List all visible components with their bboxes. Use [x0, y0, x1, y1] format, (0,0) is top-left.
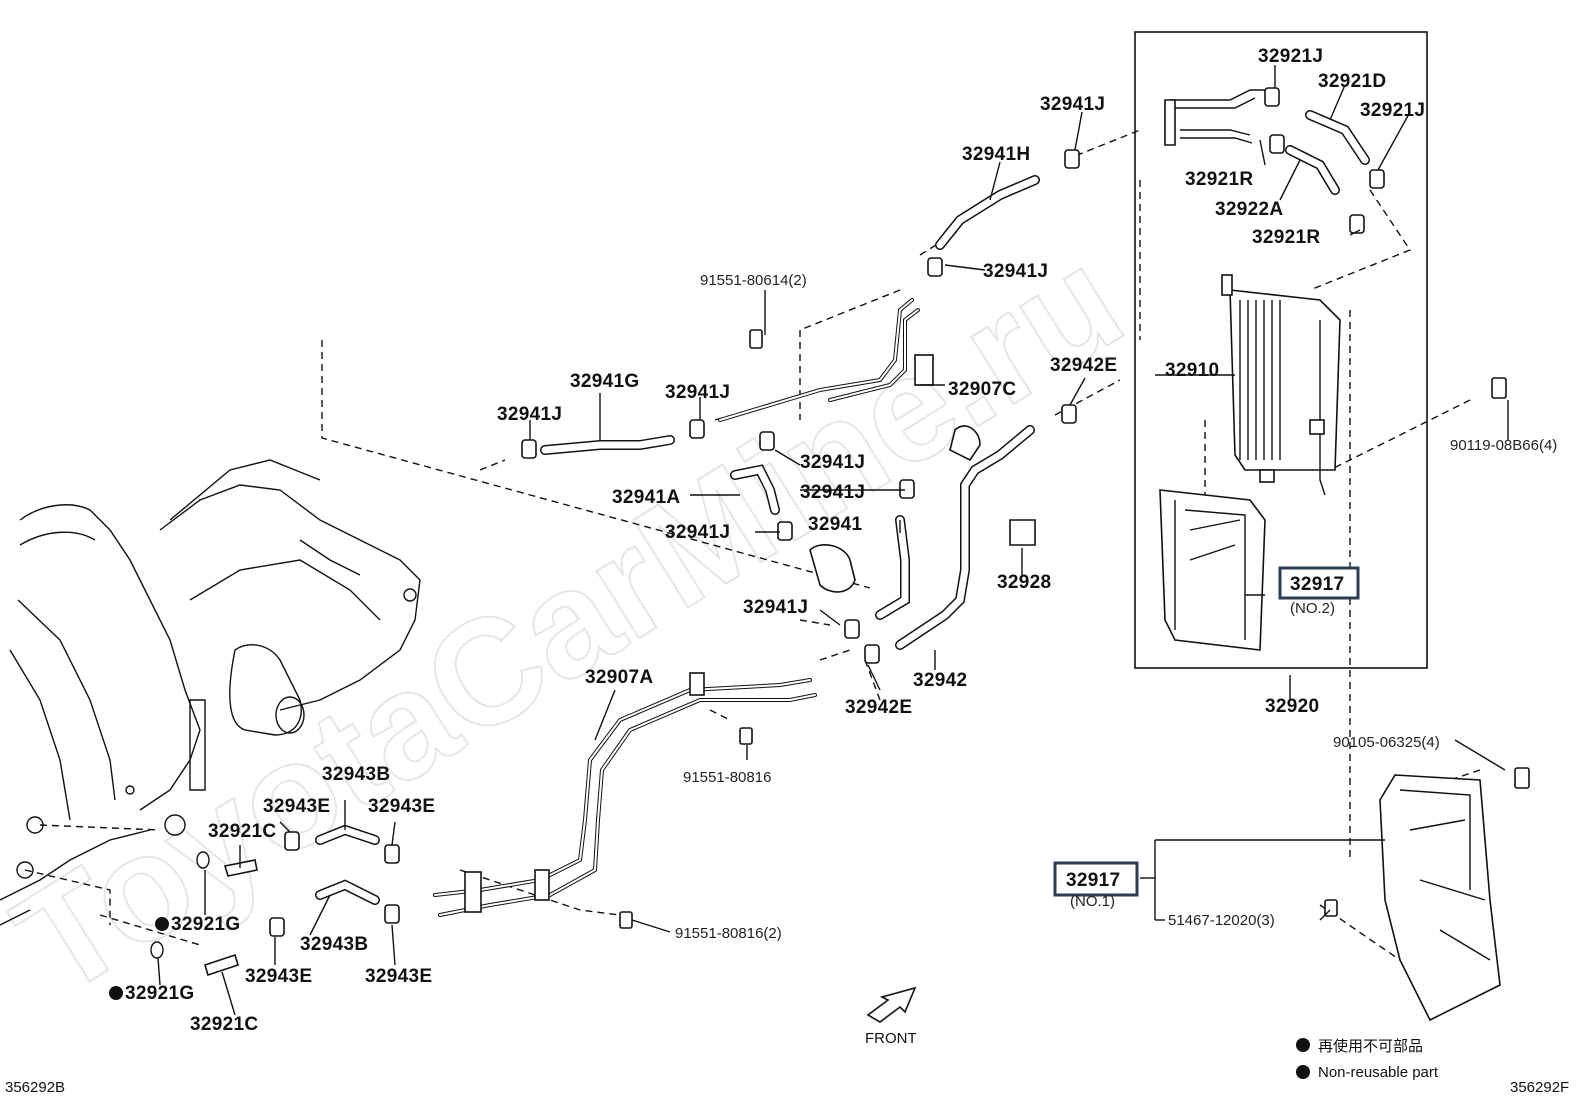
label-91551-80816: 91551-80816 [683, 769, 771, 786]
cooler-pipes-lower [433, 672, 817, 929]
label-32941j-5: 32941J [800, 452, 865, 473]
footer-code-right: 356292F [1510, 1079, 1569, 1096]
label-32943e-a: 32943E [263, 796, 330, 817]
label-32907a: 32907A [585, 667, 653, 688]
label-32917-no1-sub: (NO.1) [1070, 893, 1115, 910]
label-32920: 32920 [1265, 696, 1319, 717]
label-91551-80614: 91551-80614(2) [700, 272, 807, 289]
label-32921d: 32921D [1318, 71, 1386, 92]
legend-dot-jp [1296, 1038, 1310, 1052]
cooler-pipes-middle [521, 149, 1080, 664]
label-32943e-b: 32943E [368, 796, 435, 817]
label-32917-no2: 32917 [1290, 574, 1344, 595]
label-32917-no1-box [1053, 861, 1139, 897]
label-32907c: 32907C [948, 379, 1016, 400]
label-32922a: 32922A [1215, 199, 1283, 220]
cooler-hoses [1164, 87, 1385, 234]
label-90105-06325: 90105-06325(4) [1333, 734, 1440, 751]
label-32941j-8: 32941J [743, 597, 808, 618]
legend: 再使用不可部品 Non-reusable part [1296, 1038, 1439, 1081]
label-32941j-7: 32941J [665, 522, 730, 543]
label-32941: 32941 [808, 514, 862, 535]
label-32921r-a: 32921R [1185, 169, 1253, 190]
label-32941j-3: 32941J [665, 382, 730, 403]
label-32921j-a: 32921J [1258, 46, 1323, 67]
non-reusable-dot-b [109, 986, 123, 1000]
label-32942e-top: 32942E [1050, 355, 1117, 376]
label-32921g-a: 32921G [171, 914, 240, 935]
label-51467-12020: 51467-12020(3) [1168, 912, 1275, 929]
transmission-outline [0, 459, 421, 926]
label-32941j-top: 32941J [1040, 94, 1105, 115]
legend-jp: 再使用不可部品 [1318, 1038, 1423, 1055]
label-32941h: 32941H [962, 144, 1030, 165]
label-32941j-6: 32941J [800, 482, 865, 503]
non-reusable-dot-a [155, 917, 169, 931]
label-32928: 32928 [997, 572, 1051, 593]
legend-en: Non-reusable part [1318, 1064, 1439, 1081]
label-32943b-bot: 32943B [300, 934, 368, 955]
label-32941j-4: 32941J [497, 404, 562, 425]
label-32942: 32942 [913, 670, 967, 691]
label-32943e-d: 32943E [365, 966, 432, 987]
label-32917-no2-sub: (NO.2) [1290, 600, 1335, 617]
label-32943e-c: 32943E [245, 966, 312, 987]
label-32921r-b: 32921R [1252, 227, 1320, 248]
label-32921c-bot: 32921C [190, 1014, 258, 1035]
cooler-assembly-box [1134, 31, 1428, 669]
label-32942e-bot: 32942E [845, 697, 912, 718]
label-32921g-b: 32921G [125, 983, 194, 1004]
label-32917-no2-box [1278, 566, 1360, 600]
label-32921c-top: 32921C [208, 821, 276, 842]
watermark: ToyotaCarMine.ru [0, 215, 1149, 1027]
label-90119-08b66: 90119-08B66(4) [1450, 437, 1557, 454]
label-32910: 32910 [1165, 360, 1219, 381]
label-32921j-b: 32921J [1360, 100, 1425, 121]
bolts [1324, 377, 1530, 917]
label-32941j-2: 32941J [983, 261, 1048, 282]
part-labels: 32921J 32921D 32921J 32921R 32922A 32921… [109, 46, 1557, 1035]
label-32941a: 32941A [612, 487, 680, 508]
label-leaders [157, 65, 1509, 1016]
label-32943b-top: 32943B [322, 764, 390, 785]
label-32917-no1: 32917 [1066, 870, 1120, 891]
footer-code-left: 356292B [5, 1079, 65, 1096]
label-91551-80816-2: 91551-80816(2) [675, 925, 782, 942]
legend-dot-en [1296, 1065, 1310, 1079]
front-arrow: FRONT [865, 986, 917, 1047]
air-duct-no1 [1379, 774, 1501, 1022]
air-duct-no2 [1159, 489, 1266, 651]
oil-cooler [1221, 274, 1341, 496]
label-32941g: 32941G [570, 371, 639, 392]
front-label: FRONT [865, 1030, 917, 1047]
